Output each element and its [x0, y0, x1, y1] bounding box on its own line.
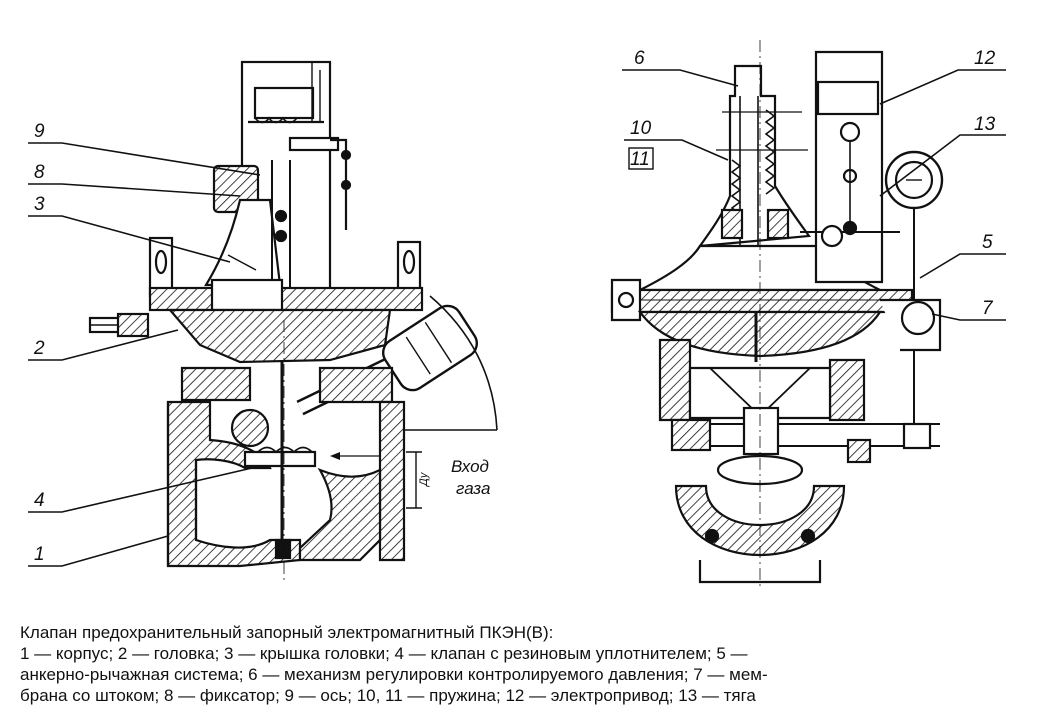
- label-11: 11: [630, 149, 650, 170]
- head-body: [167, 308, 392, 364]
- right-sectional-view: [610, 40, 944, 590]
- valve-body: [166, 400, 406, 568]
- label-7: 7: [982, 298, 994, 319]
- caption-line: анкерно-рычажная система; 6 — механизм р…: [20, 665, 768, 684]
- label-3: 3: [34, 194, 45, 215]
- inlet-label-line1: Вход: [451, 457, 489, 476]
- membrane-flange: [610, 288, 914, 314]
- figure-caption: Клапан предохранительный запорный электр…: [20, 622, 1025, 706]
- caption-line: 1 — корпус; 2 — головка; 3 — крышка голо…: [20, 644, 748, 663]
- caption-title: Клапан предохранительный запорный электр…: [20, 623, 554, 642]
- left-sectional-view: [88, 60, 498, 580]
- label-8: 8: [34, 162, 45, 183]
- nominal-diameter-label: Ду: [418, 471, 430, 488]
- label-10: 10: [630, 118, 652, 139]
- caption-line: брана со штоком; 8 — фиксатор; 9 — ось; …: [20, 686, 756, 705]
- valve-drawing: 9 8 3 2 4 1 Вход газа Ду: [28, 40, 1006, 590]
- label-13: 13: [974, 114, 996, 135]
- label-6: 6: [634, 48, 645, 69]
- spring-tower: [697, 64, 812, 256]
- head-flange: [148, 286, 424, 312]
- label-9: 9: [34, 121, 45, 142]
- rod: [884, 150, 944, 440]
- label-5: 5: [982, 232, 993, 253]
- valve-disc: [243, 360, 317, 560]
- lever-swing-arc: [429, 295, 498, 431]
- label-2: 2: [33, 338, 45, 359]
- inlet-label-line2: газа: [456, 479, 490, 498]
- label-1: 1: [34, 544, 45, 565]
- label-4: 4: [34, 490, 45, 511]
- electric-drive: [800, 50, 900, 284]
- label-12: 12: [974, 48, 996, 69]
- left-leader-lines: [28, 142, 261, 567]
- right-leader-lines: [622, 69, 1006, 321]
- label-11-box: [628, 147, 654, 170]
